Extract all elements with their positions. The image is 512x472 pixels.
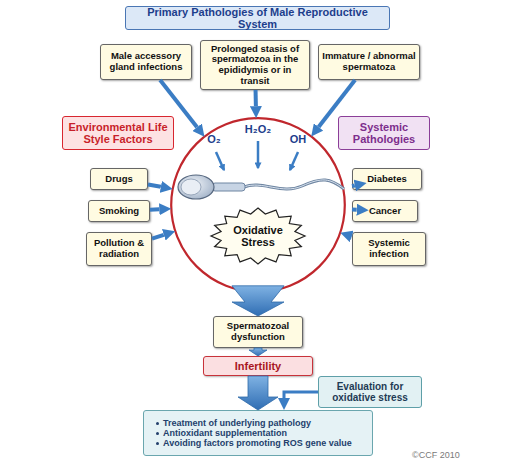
ros-label: O₂ — [207, 133, 220, 145]
factor-box: Cancer — [352, 200, 418, 222]
block-arrow — [238, 376, 278, 410]
starburst-outline — [211, 208, 305, 264]
node-text: Diabetes — [367, 174, 407, 185]
outcome-box: Infertility — [203, 356, 313, 376]
treatment-box: Treatment of underlying pathologyAntioxi… — [143, 410, 373, 456]
circle-outline — [170, 117, 346, 293]
node-text: Smoking — [99, 206, 139, 217]
cause-box: Male accessory gland infections — [100, 44, 192, 80]
node-text: Infertility — [235, 360, 281, 372]
node-text: Evaluation for oxidative stress — [322, 381, 418, 403]
node-text: Systemic Pathologies — [342, 121, 426, 146]
category-box: Environmental Life Style Factors — [62, 116, 174, 150]
node-text: Male accessory gland infections — [104, 51, 188, 72]
flow-arrow — [254, 90, 258, 106]
node-text: Environmental Life Style Factors — [66, 121, 170, 146]
node-text: Systemic infection — [356, 238, 422, 259]
factor-box: Diabetes — [352, 168, 422, 190]
stress-circle: O₂ H₂O₂ OH Oxidative Stress — [170, 117, 346, 293]
bullet-item: Treatment of underlying pathology — [156, 418, 311, 428]
factor-box: Smoking — [88, 200, 150, 222]
ros-label: OH — [290, 133, 307, 145]
flow-arrow — [148, 184, 161, 186]
bullet-item: Avoiding factors promoting ROS gene valu… — [156, 438, 352, 448]
node-text: Drugs — [105, 174, 132, 185]
flow-arrow — [284, 392, 318, 398]
bullet-item: Antioxidant supplementation — [156, 428, 287, 438]
header-box: Primary Pathologies of Male Reproductive… — [125, 6, 390, 30]
cause-box: Immature / abnormal spermatoza — [318, 44, 420, 80]
flow-arrow — [352, 183, 355, 188]
node-text: Immature / abnormal spermatoza — [322, 51, 416, 72]
factor-box: Pollution & radiation — [86, 232, 152, 266]
stress-starburst: Oxidative Stress — [210, 207, 306, 265]
node-text: Primary Pathologies of Male Reproductive… — [129, 6, 386, 31]
node-text: Pollution & radiation — [90, 238, 148, 259]
flow-arrow — [152, 235, 164, 239]
node-text: Prolonged stasis of spermatozoa in the e… — [204, 44, 306, 87]
factor-box: Systemic infection — [352, 232, 426, 266]
category-box: Systemic Pathologies — [338, 116, 430, 150]
flow-arrow — [352, 207, 357, 211]
process-box: Spermatozoal dysfunction — [213, 316, 303, 348]
evaluation-box: Evaluation for oxidative stress — [318, 376, 422, 408]
cause-box: Prolonged stasis of spermatozoa in the e… — [200, 40, 310, 90]
circle-outline — [171, 118, 345, 292]
block-arrow — [232, 286, 284, 316]
flow-arrow — [150, 207, 159, 211]
copyright-note: ©CCF 2010 — [412, 450, 460, 460]
node-text: Cancer — [369, 206, 401, 217]
node-text: Spermatozoal dysfunction — [217, 321, 299, 342]
factor-box: Drugs — [90, 168, 148, 190]
ros-label: H₂O₂ — [245, 123, 271, 135]
node-text: Oxidative Stress — [227, 224, 289, 249]
block-arrow — [249, 348, 267, 356]
